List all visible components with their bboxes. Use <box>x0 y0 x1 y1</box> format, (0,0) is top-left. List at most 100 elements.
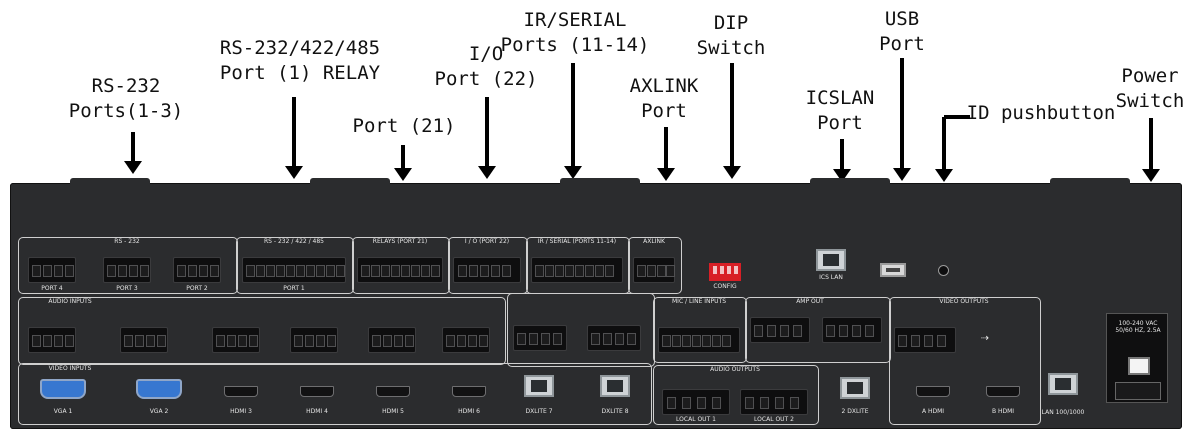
port2-label: PORT 2 <box>186 285 208 292</box>
mic-line-inputs-caption: MIC / LINE INPUTS <box>671 298 727 305</box>
config-label: CONFIG <box>713 283 737 290</box>
axlink-group <box>628 237 682 294</box>
id-pushbutton-arrow-elbow <box>944 115 970 119</box>
rs232-422-485-caption: RS - 232 / 422 / 485 <box>264 238 324 245</box>
dxlite-output-port[interactable] <box>840 377 870 399</box>
port21-arrow <box>401 145 405 169</box>
rs232-port2-terminal[interactable] <box>173 257 221 283</box>
panel-tab <box>70 178 150 186</box>
audio-outputs-group <box>653 365 819 425</box>
icslan-callout: ICSLAN Port <box>806 86 875 136</box>
axlink-caption: AXLINK <box>643 238 665 245</box>
rs232-ir-block <box>507 293 655 367</box>
hdmi-output-b-port[interactable] <box>986 386 1020 397</box>
usb-port[interactable] <box>880 263 906 277</box>
audio-input-terminal[interactable] <box>368 327 416 353</box>
io-port22-terminal[interactable] <box>453 257 521 283</box>
io-group <box>448 237 528 294</box>
vga2-label: VGA 2 <box>149 408 169 415</box>
audio-input-terminal[interactable] <box>290 327 338 353</box>
ir-serial-callout-line1: IR/SERIAL <box>523 9 627 31</box>
rs232-422-485-callout: RS-232/422/485 Port (1) RELAY <box>220 36 380 86</box>
id-pushbutton[interactable] <box>938 265 949 276</box>
vga2-port[interactable] <box>136 379 182 399</box>
ir-serial-arrow <box>571 63 575 167</box>
audio-inputs-caption: AUDIO INPUTS <box>48 298 92 305</box>
video-output-serial-terminal[interactable] <box>894 327 956 353</box>
icslan-port[interactable] <box>816 249 846 271</box>
panel-tab <box>560 178 640 186</box>
dip-switch[interactable] <box>709 263 741 281</box>
hdmi-output-a-port[interactable] <box>916 386 950 397</box>
audio-inputs-group <box>18 297 506 365</box>
hdmi6-label: HDMI 6 <box>458 408 480 415</box>
panel-tab <box>1050 178 1130 186</box>
usb-callout-line2: Port <box>879 33 925 55</box>
hdmi-output-a-label: A HDMI <box>921 408 945 415</box>
hdmi5-port[interactable] <box>376 386 410 397</box>
dxlite8-label: DXLITE 8 <box>601 408 629 415</box>
audio-input-terminal[interactable] <box>442 327 490 353</box>
relays-group <box>352 237 450 294</box>
axlink-port-terminal[interactable] <box>633 257 675 283</box>
rs232-callout-line1: RS-232 <box>91 75 161 97</box>
audio-input-terminal[interactable] <box>120 327 168 353</box>
amp-out-terminal[interactable] <box>750 317 810 343</box>
id-pushbutton-callout: ID pushbutton <box>967 101 1116 126</box>
io-callout-line2: Port (22) <box>434 68 538 90</box>
amp-out-terminal[interactable] <box>822 317 882 343</box>
rs232-422-485-port1-terminal[interactable] <box>242 257 346 283</box>
rs232-422-485-callout-line1: RS-232/422/485 <box>219 37 381 59</box>
power-callout-line1: Power <box>1121 65 1179 87</box>
dxlite7-port[interactable] <box>524 375 554 397</box>
usb-arrow <box>900 58 904 169</box>
local-out2-terminal[interactable] <box>740 389 808 415</box>
ir-serial-caption: IR / SERIAL (PORTS 11-14) <box>537 238 617 245</box>
ir-serial-callout: IR/SERIAL Ports (11-14) <box>501 8 650 58</box>
video-inputs-caption: VIDEO INPUTS <box>48 365 92 372</box>
vga1-port[interactable] <box>40 379 86 399</box>
power-callout-line2: Switch <box>1115 90 1185 112</box>
amp-out-group <box>745 297 891 363</box>
relays-port21-terminal[interactable] <box>357 257 443 283</box>
hdmi-output-b-label: B HDMI <box>991 408 1015 415</box>
icslan-callout-line1: ICSLAN <box>805 87 875 109</box>
local-out1-terminal[interactable] <box>662 389 730 415</box>
axlink-callout-line1: AXLINK <box>629 75 699 97</box>
dxlite8-port[interactable] <box>600 375 630 397</box>
rs232-422-485-group <box>236 237 354 294</box>
axlink-callout-line2: Port <box>641 100 687 122</box>
power-callout: Power Switch <box>1116 64 1185 114</box>
io-arrow <box>485 97 489 167</box>
dip-callout-line1: DIP <box>713 12 749 34</box>
hdmi3-port[interactable] <box>224 386 258 397</box>
rs232-port4-terminal[interactable] <box>28 257 76 283</box>
rs232-port3-terminal[interactable] <box>103 257 151 283</box>
port21-callout: Port (21) <box>353 114 456 139</box>
port4-label: PORT 4 <box>41 285 63 292</box>
icslan-arrow <box>840 139 844 170</box>
mic-line-input-terminal[interactable] <box>658 327 740 353</box>
dxlite-output-label: 2 DXLITE <box>841 408 869 415</box>
dip-callout: DIP Switch <box>697 11 766 61</box>
rs232-ir-terminal[interactable] <box>587 325 641 351</box>
power-socket <box>1115 382 1161 400</box>
usb-callout-line1: USB <box>884 8 920 30</box>
axlink-callout: AXLINK Port <box>630 74 699 124</box>
hdmi4-port[interactable] <box>300 386 334 397</box>
lan-port[interactable] <box>1048 373 1078 395</box>
io-caption: I / O (PORT 22) <box>464 238 510 245</box>
rs232-ir-terminal[interactable] <box>513 325 567 351</box>
audio-input-terminal[interactable] <box>28 327 76 353</box>
local-out1-label: LOCAL OUT 1 <box>676 416 716 423</box>
rs232-callout: RS-232 Ports(1-3) <box>69 74 183 124</box>
axlink-arrow <box>664 127 668 169</box>
power-switch[interactable] <box>1128 357 1150 375</box>
hdmi6-port[interactable] <box>452 386 486 397</box>
hdmi4-label: HDMI 4 <box>306 408 328 415</box>
port3-label: PORT 3 <box>116 285 138 292</box>
audio-input-terminal[interactable] <box>212 327 260 353</box>
id-pushbutton-callout-line1: ID pushbutton <box>966 102 1116 124</box>
video-inputs-group <box>18 363 652 425</box>
ir-serial-ports-terminal[interactable] <box>531 257 623 283</box>
